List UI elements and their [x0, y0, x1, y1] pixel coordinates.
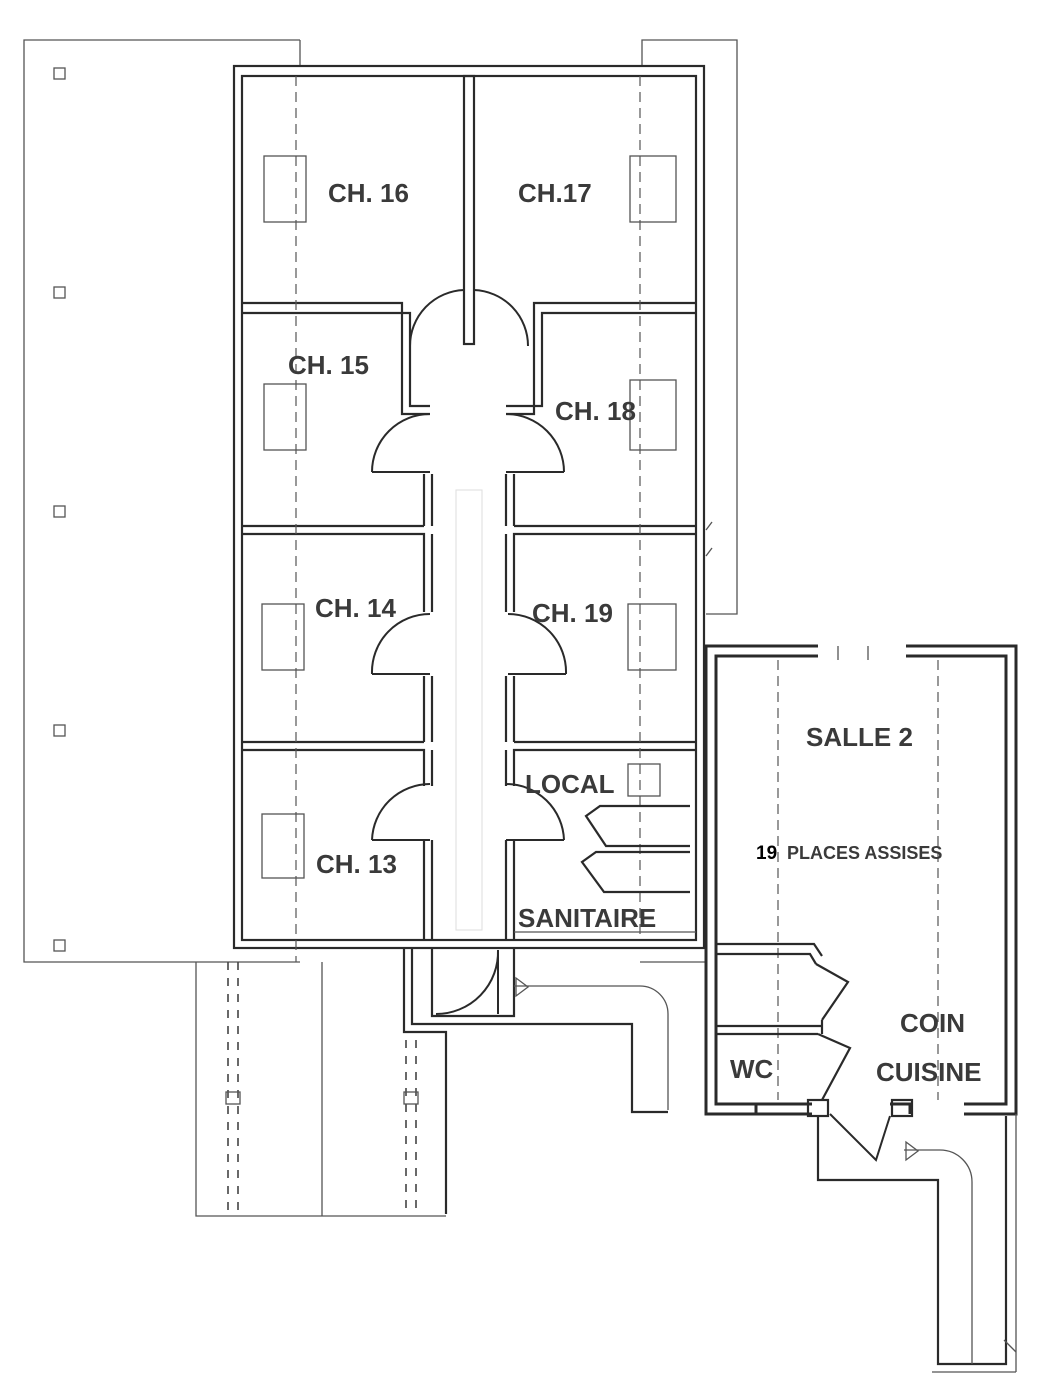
partition-walls: [242, 74, 696, 940]
label-coin: COIN: [900, 1008, 965, 1038]
label-ch19: CH. 19: [532, 598, 613, 628]
corridor-strip: [455, 489, 483, 931]
post-marker-3: [53, 505, 66, 518]
post-marker-2: [53, 286, 66, 299]
entrance-door: [435, 949, 500, 1015]
room-labels: CH. 16 CH.17 CH. 15 CH. 18 CH. 14 CH. 19…: [288, 178, 981, 1087]
structural-axis-lines: [295, 76, 641, 962]
door-ch17: [473, 289, 529, 347]
label-seats-text: PLACES ASSISES: [787, 843, 942, 863]
label-wc: WC: [730, 1054, 774, 1084]
bed-ch17: [629, 155, 677, 223]
door-ch13: [371, 783, 431, 841]
label-ch18: CH. 18: [555, 396, 636, 426]
post-marker-1: [53, 67, 66, 80]
door-ch16: [409, 289, 465, 347]
label-cuisine: CUISINE: [876, 1057, 981, 1087]
label-ch15: CH. 15: [288, 350, 369, 380]
sink-local: [627, 763, 661, 797]
bed-ch18: [629, 379, 677, 451]
bed-ch14: [261, 603, 305, 671]
label-salle2: SALLE 2: [806, 722, 913, 752]
bed-ch13: [261, 813, 305, 879]
column-2: [890, 1098, 914, 1118]
salle2-door: [829, 1113, 891, 1162]
local-fixtures: [580, 804, 690, 894]
door-local: [505, 783, 565, 841]
label-sanitaire: SANITAIRE: [518, 903, 656, 933]
beds: [261, 155, 677, 879]
label-ch17: CH.17: [518, 178, 592, 208]
door-ch14: [370, 613, 431, 675]
door-ch19: [507, 613, 568, 675]
salle2-walkway: [816, 1113, 1017, 1373]
post-marker-4: [53, 724, 66, 737]
bed-ch19: [627, 603, 677, 671]
entrance-area: [195, 948, 706, 1217]
left-annex: [23, 39, 301, 963]
post-marker-5: [53, 939, 66, 952]
label-seats-count: 19: [756, 843, 777, 864]
label-ch16: CH. 16: [328, 178, 409, 208]
doors: [370, 289, 568, 841]
label-ch14: CH. 14: [315, 593, 396, 623]
bed-ch15: [263, 383, 307, 451]
salle2-walls: [704, 644, 1018, 1118]
right-annex: [641, 39, 738, 615]
label-ch13: CH. 13: [316, 849, 397, 879]
door-ch15: [371, 413, 431, 473]
wc-partitions: [716, 942, 852, 1101]
door-ch18: [505, 413, 565, 473]
label-local: LOCAL: [525, 769, 615, 799]
bed-ch16: [263, 155, 307, 223]
